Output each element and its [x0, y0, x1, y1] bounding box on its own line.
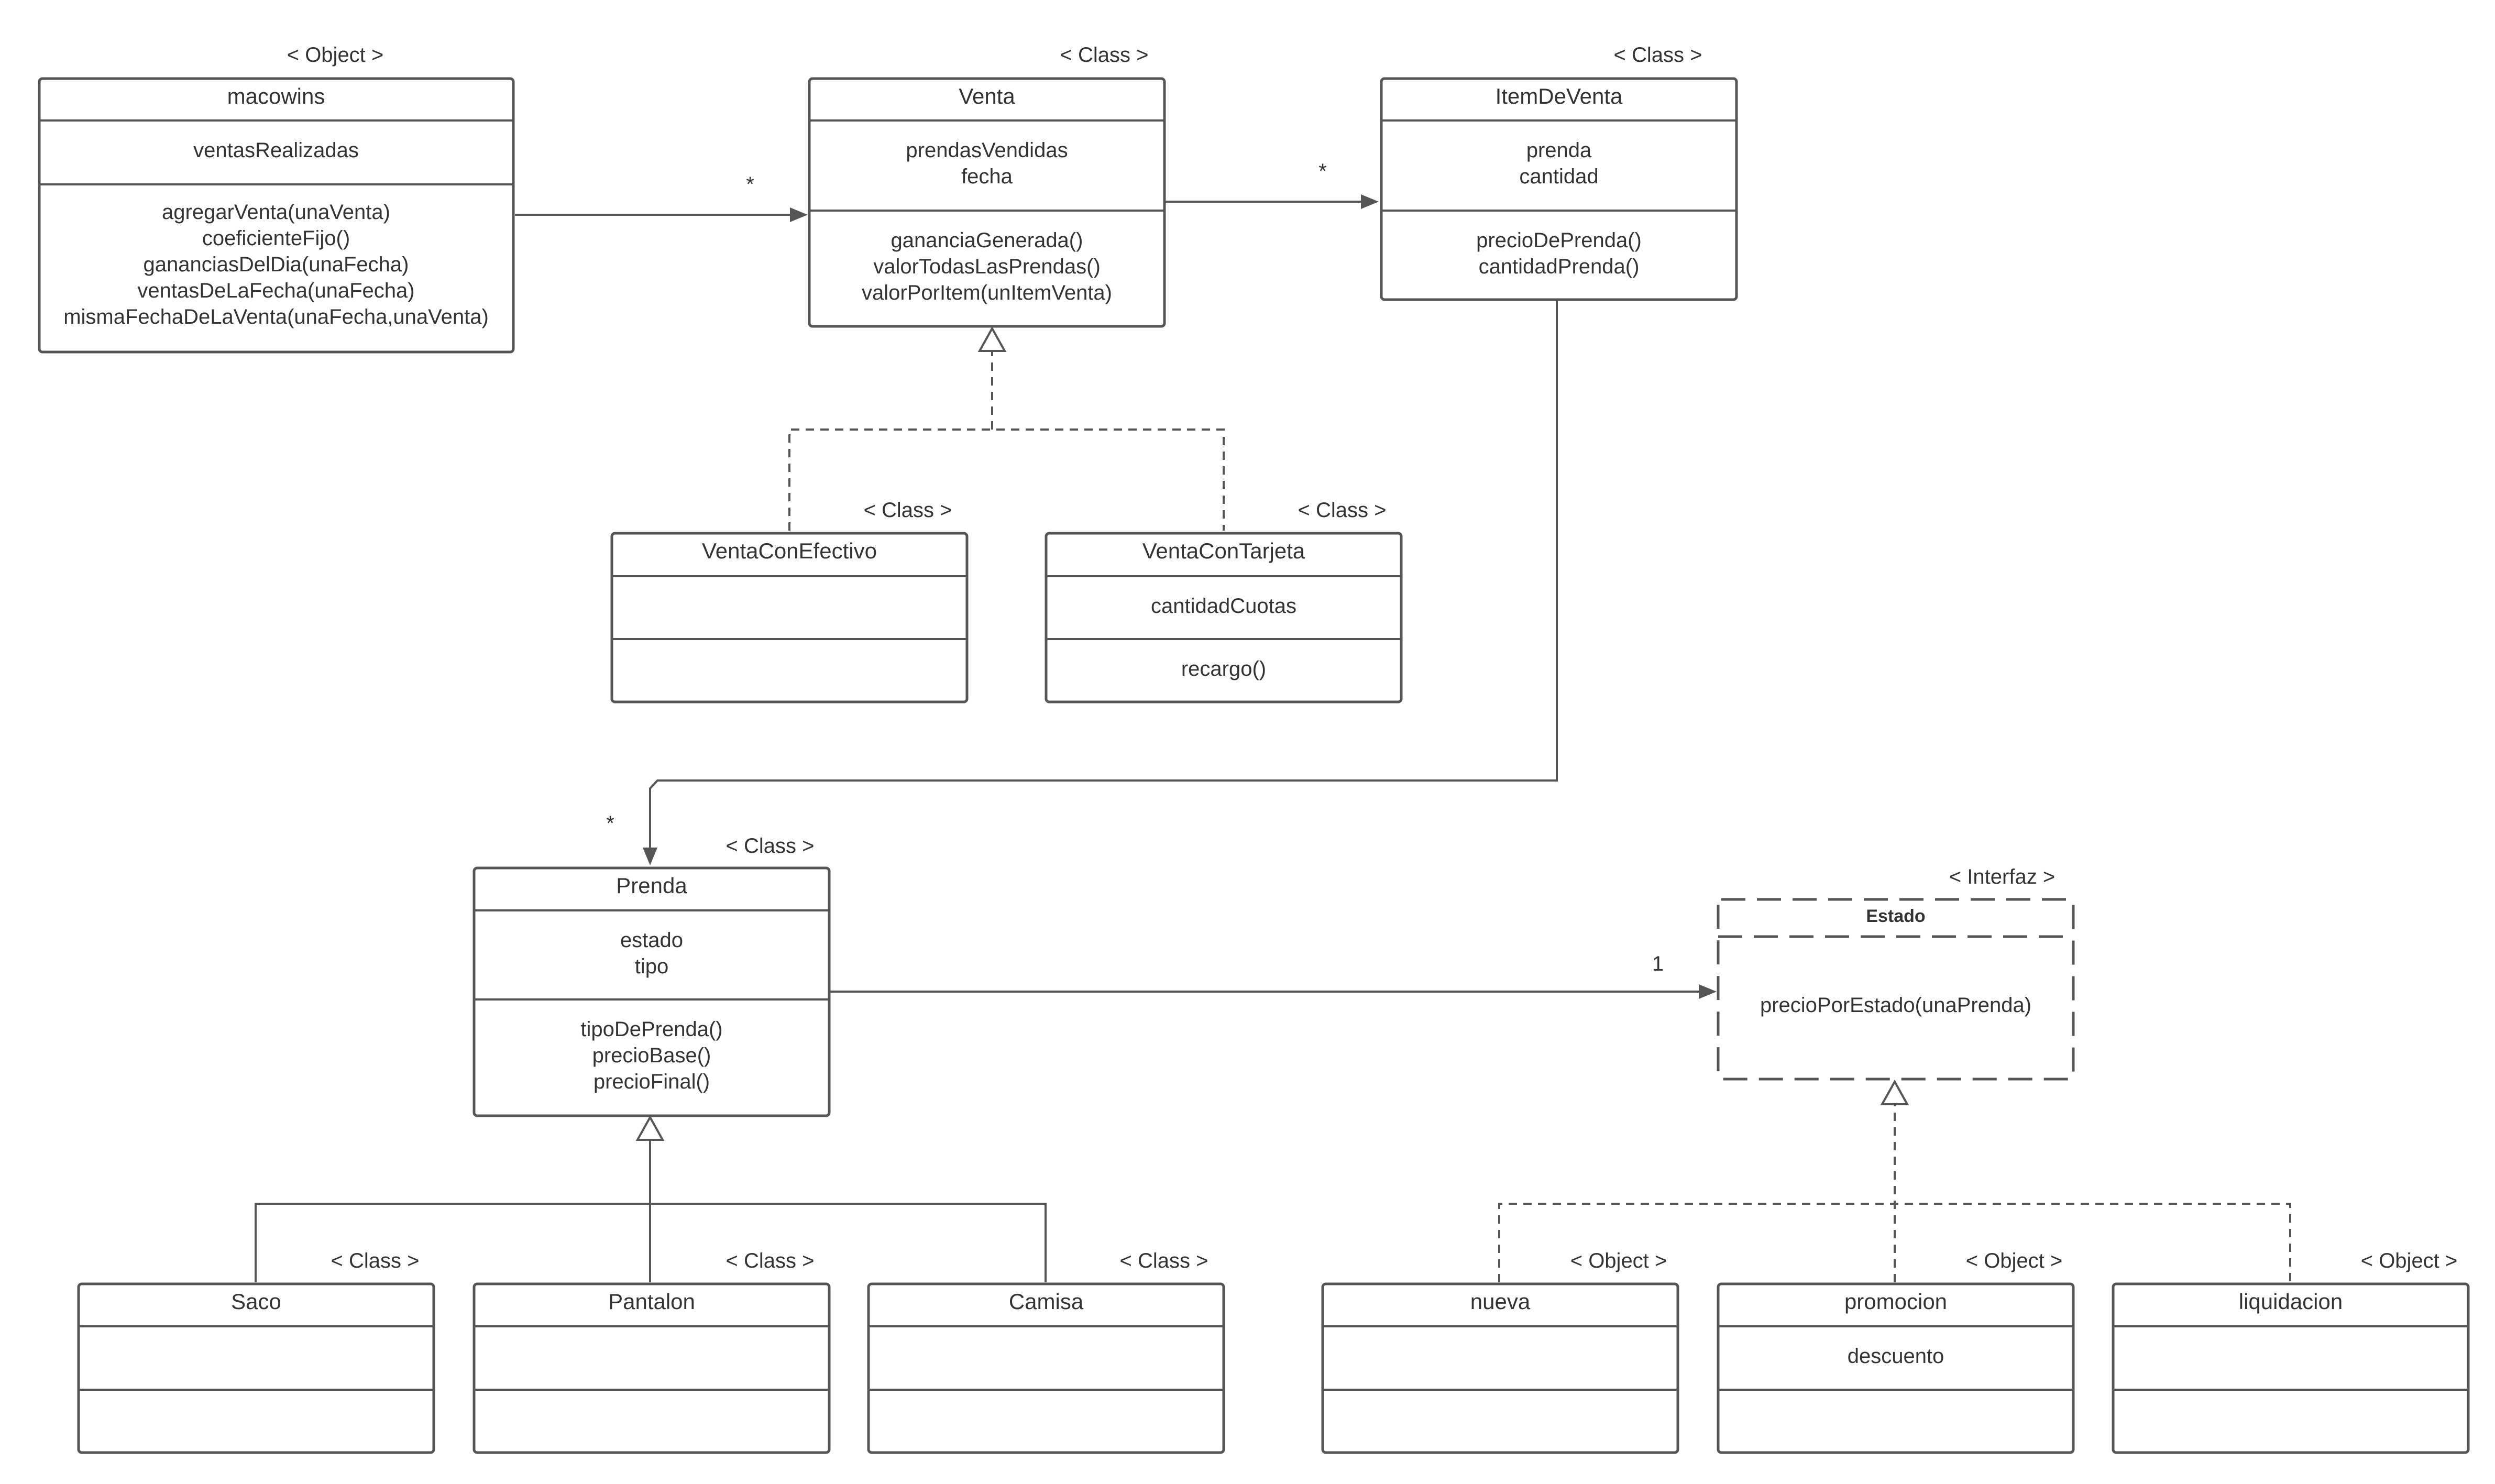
class-name: Saco: [231, 1289, 281, 1314]
stereotype-label: < Class >: [1120, 1249, 1208, 1272]
stereotype-label: < Class >: [1298, 499, 1387, 522]
arrowhead-icon: [1699, 984, 1717, 999]
object-name: liquidacion: [2239, 1289, 2343, 1314]
attribute: prenda: [1526, 139, 1592, 162]
realization-venta: [788, 326, 1225, 531]
class-venta-con-tarjeta[interactable]: < Class > VentaConTarjeta cantidadCuotas…: [1045, 499, 1403, 703]
class-pantalon[interactable]: < Class > Pantalon: [472, 1249, 831, 1454]
arrowhead-icon: [1361, 194, 1379, 209]
object-name: nueva: [1470, 1289, 1531, 1314]
stereotype-label: < Interfaz >: [1949, 865, 2055, 888]
multiplicity-venta-item: *: [1318, 160, 1327, 183]
method: coeficienteFijo(): [202, 227, 350, 250]
interface-name: Estado: [1866, 906, 1925, 926]
stereotype-label: < Object >: [1966, 1249, 2063, 1272]
class-prenda[interactable]: < Class > Prenda estado tipo tipoDePrend…: [472, 834, 831, 1117]
attribute: descuento: [1848, 1345, 1944, 1368]
multiplicity-macowins-venta: *: [746, 173, 754, 196]
object-name: promocion: [1844, 1289, 1947, 1314]
method: precioDePrenda(): [1476, 229, 1642, 252]
stereotype-label: < Object >: [2361, 1249, 2458, 1272]
arrowhead-icon: [643, 848, 657, 865]
class-venta-con-efectivo[interactable]: < Class > VentaConEfectivo: [610, 499, 969, 703]
stereotype-label: < Class >: [331, 1249, 420, 1272]
class-name: macowins: [227, 84, 325, 108]
triangle-arrow-icon: [1880, 1079, 1909, 1105]
class-name: VentaConEfectivo: [702, 538, 877, 563]
method: ventasDeLaFecha(unaFecha): [137, 279, 414, 302]
attribute: cantidadCuotas: [1151, 595, 1296, 618]
class-item-de-venta[interactable]: < Class > ItemDeVenta prenda cantidad pr…: [1380, 43, 1738, 301]
association-macowins-venta: *: [515, 173, 808, 222]
class-name: Venta: [959, 84, 1015, 108]
realization-estado: [1498, 1079, 2291, 1282]
stereotype-label: < Object >: [287, 43, 384, 67]
method: precioFinal(): [593, 1070, 710, 1093]
method: recargo(): [1181, 657, 1266, 680]
method: valorPorItem(unItemVenta): [862, 281, 1112, 304]
class-saco[interactable]: < Class > Saco: [77, 1249, 435, 1454]
class-camisa[interactable]: < Class > Camisa: [867, 1249, 1225, 1454]
method: tipoDePrenda(): [580, 1018, 722, 1041]
interface-estado[interactable]: < Interfaz > Estado precioPorEstado(unaP…: [1717, 865, 2075, 1081]
method: precioPorEstado(unaPrenda): [1760, 994, 2031, 1017]
multiplicity-item-prenda: *: [606, 812, 614, 835]
method: agregarVenta(unaVenta): [162, 201, 390, 224]
method: cantidadPrenda(): [1479, 255, 1640, 278]
stereotype-label: < Class >: [1614, 43, 1702, 67]
class-venta[interactable]: < Class > Venta prendasVendidas fecha ga…: [808, 43, 1166, 328]
object-promocion[interactable]: < Object > promocion descuento: [1717, 1249, 2075, 1454]
arrowhead-icon: [790, 207, 808, 222]
method: precioBase(): [592, 1044, 711, 1067]
attribute: estado: [620, 929, 683, 952]
stereotype-label: < Class >: [726, 1249, 815, 1272]
attribute: fecha: [961, 165, 1013, 188]
stereotype-label: < Object >: [1570, 1249, 1667, 1272]
multiplicity-prenda-estado: 1: [1652, 952, 1664, 975]
stereotype-label: < Class >: [1060, 43, 1149, 67]
object-nueva[interactable]: < Object > nueva: [1321, 1249, 1679, 1454]
attribute: ventasRealizadas: [193, 139, 359, 162]
triangle-arrow-icon: [977, 326, 1007, 352]
association-venta-item: *: [1164, 160, 1379, 209]
class-name: ItemDeVenta: [1496, 84, 1623, 108]
method: valorTodasLasPrendas(): [873, 255, 1101, 278]
association-prenda-estado: 1: [829, 952, 1717, 999]
method: gananciaGenerada(): [891, 229, 1083, 252]
generalization-prenda: [255, 1115, 1047, 1282]
stereotype-label: < Class >: [726, 834, 815, 858]
class-name: VentaConTarjeta: [1142, 538, 1305, 563]
method: gananciasDelDia(unaFecha): [144, 253, 409, 276]
attribute: prendasVendidas: [906, 139, 1068, 162]
association-item-prenda: *: [606, 300, 1558, 865]
class-name: Camisa: [1009, 1289, 1084, 1314]
class-name: Pantalon: [608, 1289, 695, 1314]
class-name: Prenda: [616, 873, 687, 898]
object-liquidacion[interactable]: < Object > liquidacion: [2112, 1249, 2470, 1454]
attribute: cantidad: [1519, 165, 1598, 188]
method: mismaFechaDeLaVenta(unaFecha,unaVenta): [63, 305, 489, 328]
stereotype-label: < Class >: [864, 499, 952, 522]
triangle-arrow-icon: [635, 1115, 665, 1141]
attribute: tipo: [635, 955, 669, 978]
class-macowins[interactable]: < Object > macowins ventasRealizadas agr…: [38, 43, 515, 354]
